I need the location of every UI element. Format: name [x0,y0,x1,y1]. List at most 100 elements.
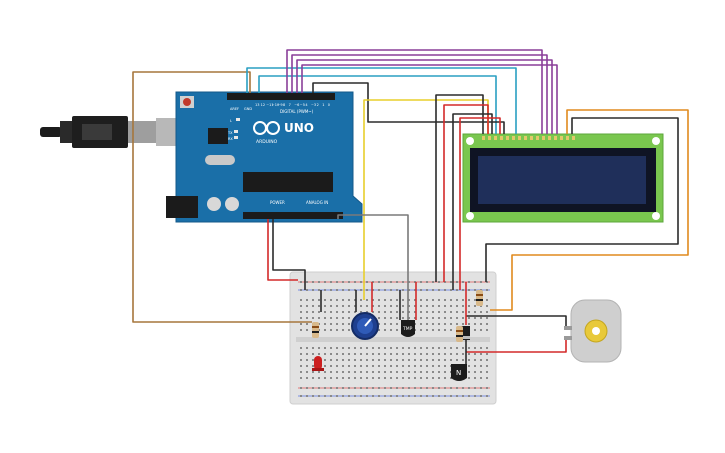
breadboard-hole [420,353,422,355]
breadboard-hole [468,281,470,283]
breadboard-hole [342,317,344,319]
breadboard-hole [438,289,440,291]
breadboard-hole [480,323,482,325]
breadboard-hole [384,395,386,397]
breadboard-hole [324,347,326,349]
breadboard-hole [336,305,338,307]
breadboard-hole [480,329,482,331]
breadboard-hole [426,377,428,379]
digital-pin-label: ~10 [272,103,279,107]
breadboard-hole [420,289,422,291]
breadboard-hole [438,371,440,373]
breadboard-hole [396,371,398,373]
breadboard-hole [474,371,476,373]
breadboard-hole [480,395,482,397]
breadboard-hole [396,317,398,319]
breadboard-hole [306,377,308,379]
breadboard-hole [426,365,428,367]
breadboard-hole [480,377,482,379]
breadboard-hole [378,377,380,379]
breadboard-hole [348,395,350,397]
breadboard-hole [456,317,458,319]
breadboard-hole [390,377,392,379]
breadboard-hole [444,281,446,283]
breadboard-hole [480,347,482,349]
breadboard-hole [468,323,470,325]
breadboard-hole [480,311,482,313]
breadboard-hole [426,359,428,361]
breadboard-hole [480,387,482,389]
breadboard-hole [384,387,386,389]
breadboard-hole [432,371,434,373]
breadboard-hole [402,305,404,307]
breadboard-hole [360,353,362,355]
power-analog-header [243,212,343,219]
breadboard-hole [318,299,320,301]
digital-pin-label: 8 [283,103,285,107]
breadboard-hole [456,359,458,361]
breadboard-hole [342,365,344,367]
breadboard-hole [390,353,392,355]
breadboard-hole [342,387,344,389]
breadboard-hole [444,299,446,301]
wire-black [466,315,567,330]
lcd-mount-hole [466,137,474,145]
breadboard-hole [366,365,368,367]
breadboard-hole [444,317,446,319]
breadboard-hole [318,289,320,291]
breadboard-hole [486,323,488,325]
breadboard-hole [342,329,344,331]
breadboard-hole [366,371,368,373]
breadboard-hole [462,305,464,307]
breadboard-hole [342,323,344,325]
breadboard-hole [414,387,416,389]
dc-motor [564,299,622,363]
breadboard-hole [330,305,332,307]
breadboard-hole [414,353,416,355]
breadboard-hole [402,371,404,373]
breadboard-hole [306,353,308,355]
lcd-pin [542,136,545,140]
breadboard-hole [432,281,434,283]
breadboard-hole [468,365,470,367]
breadboard-hole [420,299,422,301]
breadboard-hole [354,353,356,355]
breadboard-hole [474,347,476,349]
breadboard-hole [456,347,458,349]
wire-gray [337,214,409,322]
usb-cable [40,116,182,148]
breadboard-hole [318,311,320,313]
breadboard-hole [486,305,488,307]
breadboard-hole [366,359,368,361]
breadboard-hole [408,299,410,301]
breadboard-hole [330,323,332,325]
breadboard-hole [300,281,302,283]
breadboard-hole [384,317,386,319]
arduino-uno: UNO ARDUINO DIGITAL (PWM~) AREF GND TX R… [166,91,363,223]
breadboard [289,271,497,405]
breadboard-hole [354,347,356,349]
breadboard-hole [486,311,488,313]
breadboard-hole [312,311,314,313]
breadboard-hole [486,377,488,379]
breadboard-hole [372,311,374,313]
breadboard-hole [384,299,386,301]
potentiometer [351,312,379,340]
breadboard-hole [312,305,314,307]
breadboard-hole [330,353,332,355]
breadboard-hole [360,299,362,301]
breadboard-hole [354,305,356,307]
breadboard-hole [354,299,356,301]
breadboard-hole [402,365,404,367]
breadboard-hole [450,299,452,301]
breadboard-hole [384,377,386,379]
breadboard-hole [432,311,434,313]
breadboard-hole [372,289,374,291]
breadboard-hole [354,289,356,291]
breadboard-hole [450,305,452,307]
breadboard-hole [348,377,350,379]
breadboard-hole [414,299,416,301]
breadboard-hole [342,395,344,397]
breadboard-hole [372,281,374,283]
